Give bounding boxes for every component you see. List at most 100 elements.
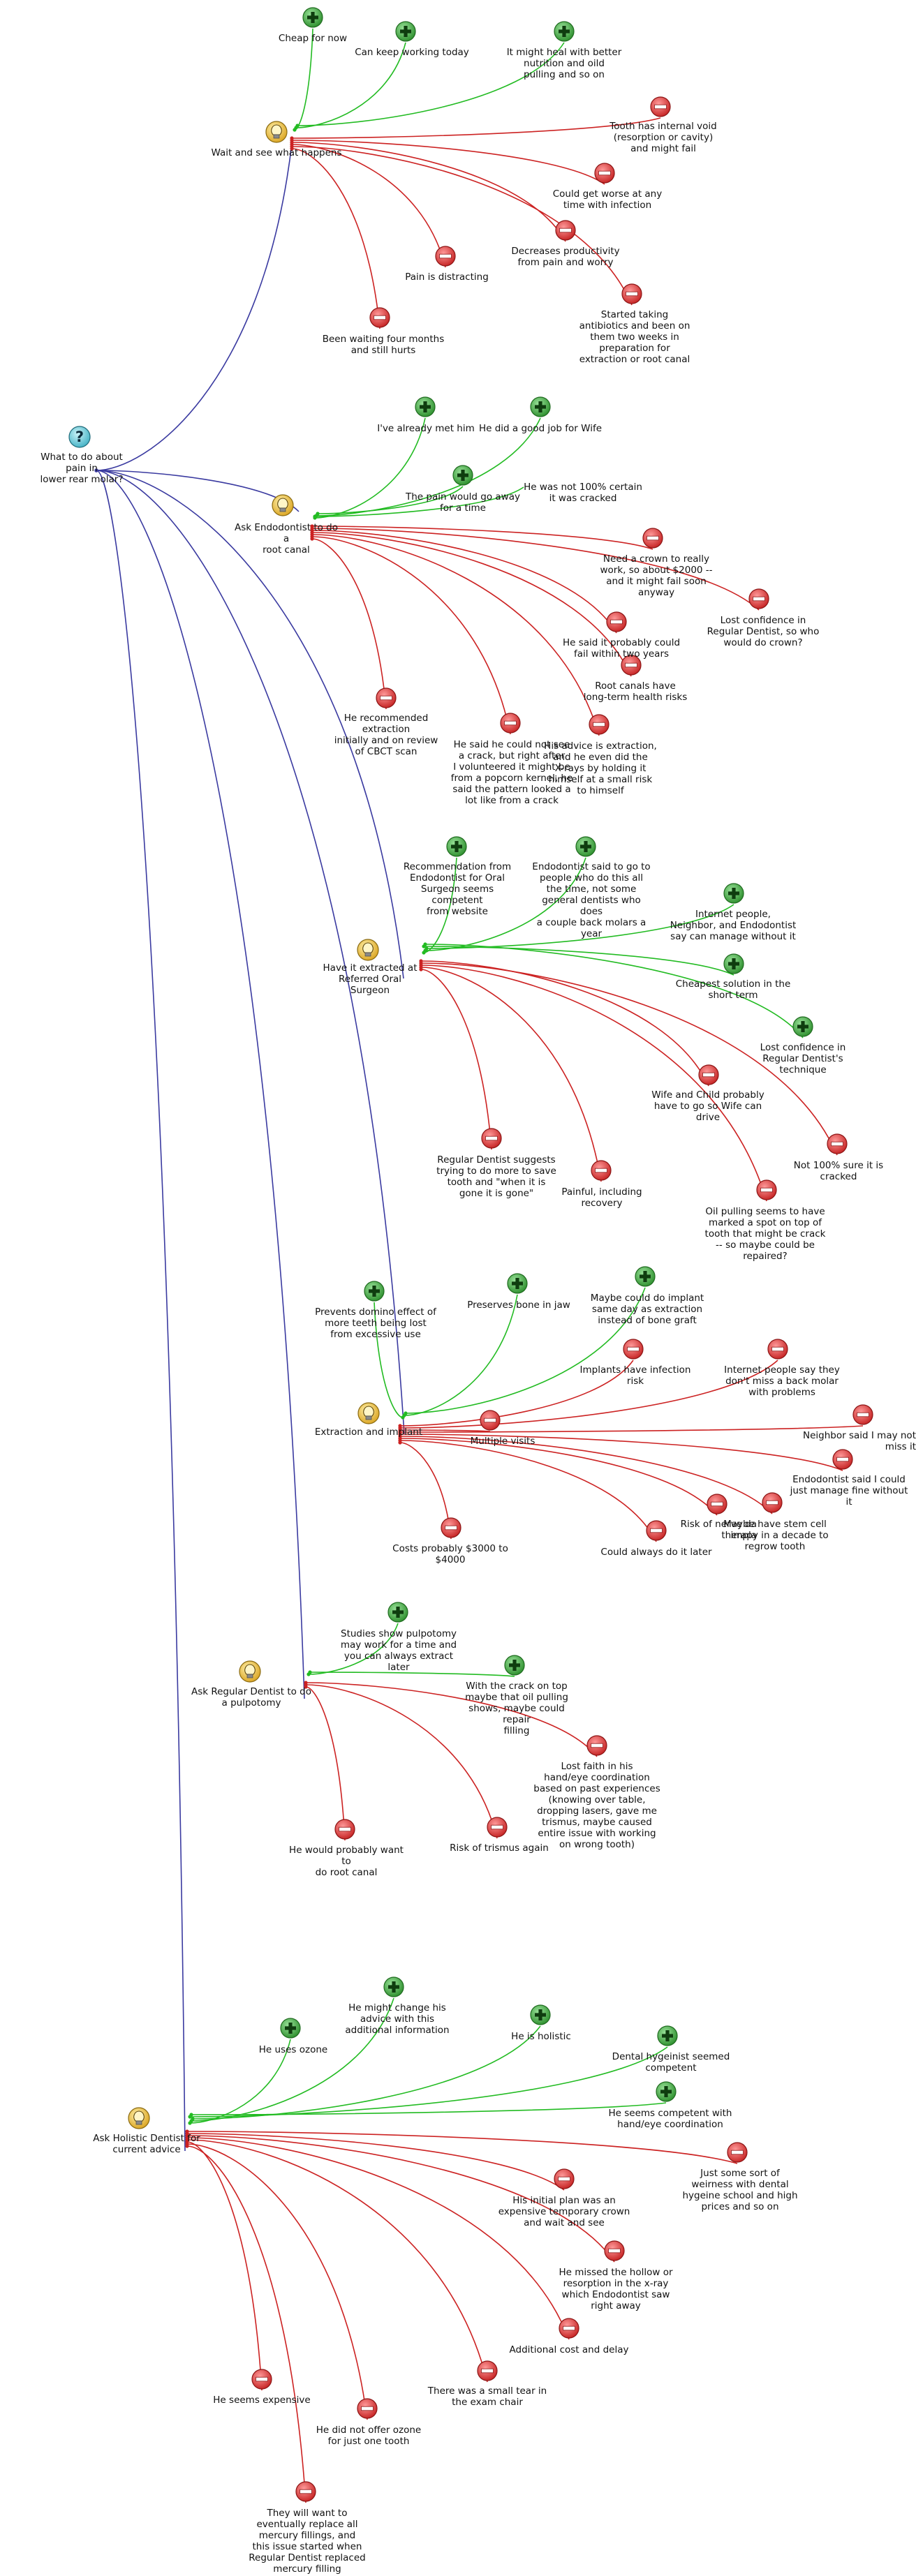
edge-pro-5-2-arrowhead [191,2117,195,2121]
plus-icon[interactable] [395,21,416,42]
minus-icon[interactable] [606,611,627,632]
plus-icon[interactable] [723,953,744,974]
plus-icon[interactable] [387,1602,408,1623]
minus-icon[interactable] [748,588,769,609]
plus-icon[interactable] [792,1016,813,1037]
minus-icon[interactable] [621,283,642,304]
plus-icon[interactable] [504,1655,525,1676]
pro-label-2-4: Lost confidence in Regular Dentist's tec… [760,1042,846,1075]
minus-icon[interactable] [827,1133,848,1154]
minus-icon[interactable] [707,1494,727,1514]
edge-con-1-2 [311,530,617,634]
minus-icon[interactable] [767,1339,788,1360]
minus-icon[interactable] [623,1339,644,1360]
lightbulb-icon[interactable] [272,494,294,516]
pro-label-3-1: Preserves bone in jaw [467,1300,570,1311]
edge-con-3-0 [399,1360,634,1427]
edge-con-2-1 [420,962,838,1156]
minus-icon[interactable] [555,220,576,241]
minus-icon[interactable] [251,2369,272,2390]
lightbulb-icon[interactable] [357,1402,380,1424]
edge-con-0-1 [291,140,605,185]
plus-icon[interactable] [280,2018,301,2039]
minus-icon[interactable] [435,246,456,267]
lightbulb-icon[interactable] [128,2107,150,2129]
minus-icon[interactable] [369,307,390,328]
minus-icon[interactable] [727,2142,748,2163]
plus-icon[interactable] [635,1266,656,1287]
minus-icon[interactable] [441,1517,461,1538]
minus-icon[interactable] [481,1128,502,1149]
plus-icon[interactable] [656,2081,677,2102]
edge-pro-4-1-arrowhead [308,1670,312,1674]
minus-icon[interactable] [756,1179,777,1200]
plus-icon[interactable] [530,2004,551,2025]
con-label-0-4: Started taking antibiotics and been on t… [579,309,690,365]
question-icon[interactable]: ? [68,426,91,448]
pro-label-5-4: He seems competent with hand/eye coordin… [608,2108,732,2130]
plus-icon[interactable] [507,1273,528,1294]
lightbulb-icon[interactable] [265,121,288,143]
plus-icon[interactable] [302,7,323,28]
con-label-5-0: Just some sort of weirness with dental h… [682,2168,798,2212]
edge-pro-5-2 [192,2025,541,2120]
minus-icon[interactable] [650,96,671,117]
con-label-3-2: Multiple visits [470,1436,535,1447]
con-label-1-3: Root canals have long-term health risks [583,680,688,703]
minus-icon[interactable] [500,713,521,734]
plus-icon[interactable] [530,396,551,417]
edge-pro-3-2 [405,1287,646,1414]
plus-icon[interactable] [452,465,473,486]
lightbulb-icon[interactable] [357,939,379,961]
edge-con-0-5-arrowhead [290,147,294,151]
plus-icon[interactable] [554,21,575,42]
minus-icon[interactable] [477,2360,498,2381]
minus-icon[interactable] [852,1404,873,1425]
minus-icon[interactable] [376,687,397,708]
con-label-5-3: Additional cost and delay [509,2344,629,2355]
edge-idea-5-arrowhead [94,468,98,472]
pro-label-0-1: Can keep working today [355,47,469,58]
edge-idea-2 [96,470,404,979]
minus-icon[interactable] [357,2398,378,2419]
edge-con-5-1 [186,2133,565,2191]
edge-con-5-3 [186,2137,570,2340]
minus-icon[interactable] [487,1817,508,1838]
plus-icon[interactable] [364,1281,385,1302]
pro-label-5-3: Dental hygeinist seemed competent [612,2051,730,2074]
plus-icon[interactable] [575,836,596,857]
pro-label-2-2: Internet people, Neighbor, and Endodonti… [670,909,797,942]
minus-icon[interactable] [586,1735,607,1756]
plus-icon[interactable] [383,1976,404,1997]
con-label-0-2: Decreases productivity from pain and wor… [511,246,620,268]
minus-icon[interactable] [698,1064,719,1085]
minus-icon[interactable] [334,1819,355,1840]
minus-icon[interactable] [480,1410,501,1431]
minus-icon[interactable] [594,163,615,184]
minus-icon[interactable] [559,2318,579,2339]
con-label-5-2: He missed the hollow or resorption in th… [559,2267,673,2311]
plus-icon[interactable] [657,2025,678,2046]
lightbulb-icon[interactable] [239,1660,261,1683]
minus-icon[interactable] [646,1520,667,1541]
pro-label-5-2: He is holistic [511,2031,571,2042]
edge-con-1-0 [311,526,653,550]
minus-icon[interactable] [589,714,610,735]
minus-icon[interactable] [554,2168,575,2189]
edge-pro-0-2 [297,42,565,126]
con-label-3-6: Risk of nerve da impla [680,1519,757,1541]
edge-idea-4 [96,470,305,1699]
plus-icon[interactable] [446,836,467,857]
minus-icon[interactable] [621,655,642,676]
plus-icon[interactable] [415,396,436,417]
minus-icon[interactable] [642,528,663,549]
edge-con-2-3 [420,967,602,1182]
con-label-0-3: Pain is distracting [405,271,489,283]
minus-icon[interactable] [295,2481,316,2502]
minus-icon[interactable] [591,1160,612,1181]
plus-icon[interactable] [723,883,744,904]
minus-icon[interactable] [832,1449,853,1470]
minus-icon[interactable] [762,1492,783,1513]
minus-icon[interactable] [604,2240,625,2261]
